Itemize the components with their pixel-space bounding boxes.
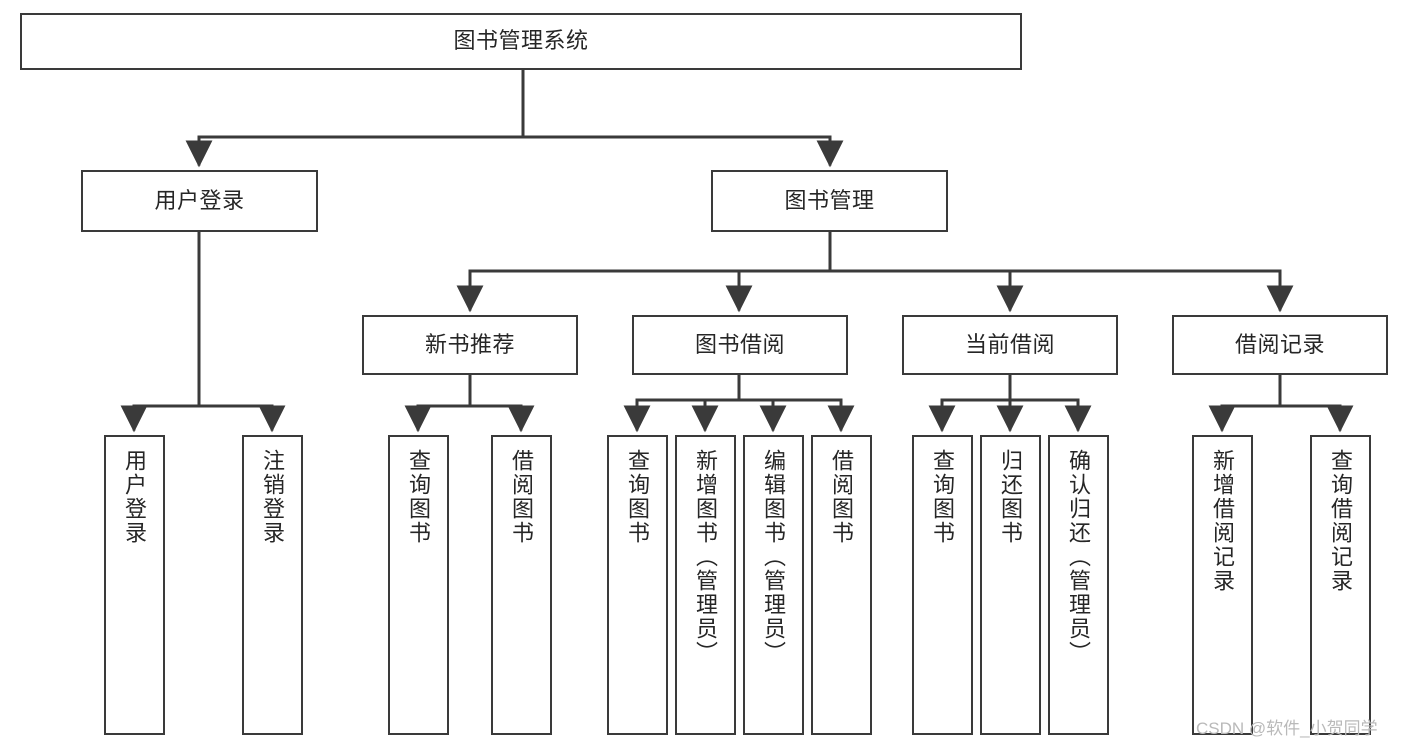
node-label: 注销登录: [260, 449, 286, 545]
node-label: 查询图书: [625, 449, 651, 545]
node-leaf-query-book-2[interactable]: 查询图书: [607, 435, 668, 735]
node-borrow-record[interactable]: 借阅记录: [1172, 315, 1388, 375]
node-leaf-edit-book-admin[interactable]: 编辑图书（管理员）: [743, 435, 804, 735]
node-leaf-add-book-admin[interactable]: 新增图书（管理员）: [675, 435, 736, 735]
node-label: 新增图书（管理员）: [693, 449, 719, 665]
node-book-management[interactable]: 图书管理: [711, 170, 948, 232]
node-label: 图书借阅: [694, 331, 785, 357]
node-user-login[interactable]: 用户登录: [81, 170, 318, 232]
node-label: 查询借阅记录: [1328, 449, 1354, 593]
node-label: 查询图书: [406, 449, 432, 545]
node-current-borrow[interactable]: 当前借阅: [902, 315, 1118, 375]
node-leaf-query-book-1[interactable]: 查询图书: [388, 435, 449, 735]
node-label: 借阅图书: [829, 449, 855, 545]
node-leaf-query-book-3[interactable]: 查询图书: [912, 435, 973, 735]
node-label: 编辑图书（管理员）: [761, 449, 787, 665]
node-leaf-confirm-return-admin[interactable]: 确认归还（管理员）: [1048, 435, 1109, 735]
node-book-management-system[interactable]: 图书管理系统: [20, 13, 1022, 70]
node-label: 借阅图书: [509, 449, 535, 545]
node-leaf-user-login[interactable]: 用户登录: [104, 435, 165, 735]
watermark-text: CSDN @软件_小贺同学: [1196, 719, 1378, 738]
node-label: 用户登录: [122, 449, 148, 545]
node-leaf-borrow-book-2[interactable]: 借阅图书: [811, 435, 872, 735]
node-label: 确认归还（管理员）: [1066, 449, 1092, 665]
node-new-book-recommend[interactable]: 新书推荐: [362, 315, 578, 375]
node-label: 借阅记录: [1234, 331, 1325, 357]
node-label: 新书推荐: [424, 331, 515, 357]
node-book-borrow[interactable]: 图书借阅: [632, 315, 848, 375]
node-leaf-return-book[interactable]: 归还图书: [980, 435, 1041, 735]
node-label: 查询图书: [930, 449, 956, 545]
node-label: 用户登录: [154, 187, 245, 213]
node-leaf-logout-login[interactable]: 注销登录: [242, 435, 303, 735]
node-leaf-borrow-book-1[interactable]: 借阅图书: [491, 435, 552, 735]
node-label: 当前借阅: [964, 331, 1055, 357]
node-label: 图书管理系统: [453, 28, 589, 54]
node-leaf-add-borrow-record[interactable]: 新增借阅记录: [1192, 435, 1253, 735]
node-label: 归还图书: [998, 449, 1024, 545]
node-label: 新增借阅记录: [1210, 449, 1236, 593]
node-leaf-query-borrow-record[interactable]: 查询借阅记录: [1310, 435, 1371, 735]
node-label: 图书管理: [784, 187, 875, 213]
